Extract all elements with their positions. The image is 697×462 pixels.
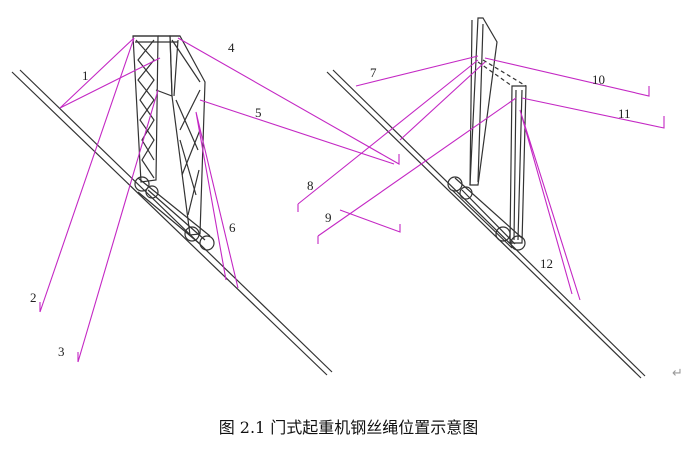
label-8: 8 — [307, 178, 314, 193]
rope-2 — [39, 37, 135, 313]
rope-3 — [77, 89, 159, 363]
left-mast — [132, 35, 159, 183]
figure-caption: 图 2.1 门式起重机钢丝绳位置示意图 — [218, 418, 479, 437]
label-11: 11 — [618, 106, 631, 121]
rope-10 — [484, 57, 650, 97]
rope-9 — [317, 97, 517, 244]
label-1: 1 — [82, 68, 89, 83]
rope-1 — [59, 37, 161, 109]
rope-6 — [195, 111, 239, 289]
label-10: 10 — [592, 72, 605, 87]
label-4: 4 — [228, 40, 235, 55]
rope-8 — [297, 59, 479, 212]
rope-8b — [399, 61, 486, 141]
rope-7 — [355, 55, 479, 87]
right-rail — [326, 69, 646, 379]
right-crane-ropes — [297, 55, 665, 301]
label-2: 2 — [30, 290, 37, 305]
rope-4 — [177, 37, 400, 165]
label-9: 9 — [325, 210, 332, 225]
label-6: 6 — [229, 220, 236, 235]
rope-12 — [519, 109, 581, 301]
label-3: 3 — [58, 344, 65, 359]
label-12: 12 — [540, 256, 553, 271]
return-mark: ↵ — [672, 366, 683, 381]
right-crane-right-leg — [509, 85, 527, 244]
rope-9b — [339, 209, 401, 233]
rope-labels: 1 2 3 4 5 6 7 8 9 10 11 12 — [30, 40, 631, 359]
left-crane-ropes — [39, 37, 400, 363]
label-5: 5 — [255, 105, 262, 120]
left-rail — [11, 69, 333, 376]
rope-11 — [521, 97, 665, 129]
right-crane-left-leg — [469, 17, 498, 186]
left-crane — [11, 35, 333, 376]
right-crane — [326, 17, 646, 379]
label-7: 7 — [370, 65, 377, 80]
